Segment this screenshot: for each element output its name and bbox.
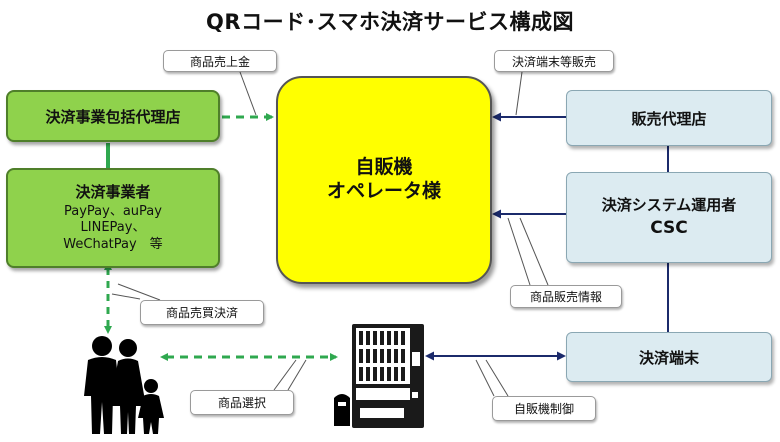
terminal-box: 決済端末 (566, 332, 772, 382)
family-icon (84, 336, 164, 434)
diagram-title: QRコード･スマホ決済サービス構成図 (206, 10, 574, 34)
operator-line-1: 自販機 (355, 156, 413, 179)
vending-machine-icon (334, 324, 424, 428)
provider-line-1: PayPay、auPay (64, 204, 162, 219)
terminal-label: 決済端末 (638, 348, 699, 367)
sales-agent-box: 販売代理店 (566, 90, 772, 146)
callout-sales-info: 商品販売情報 (510, 285, 622, 308)
operator-box: 自販機 オペレータ様 (276, 76, 492, 284)
callout-product-selection: 商品選択 (190, 390, 294, 415)
provider-line-3: WeChatPay 等 (63, 236, 163, 252)
callout-purchase-payment: 商品売買決済 (140, 300, 264, 325)
agency-box: 決済事業包括代理店 (6, 90, 220, 142)
operator-line-2: オペレータ様 (326, 180, 441, 202)
callout-vending-control: 自販機制御 (492, 396, 596, 421)
system-operator-line-2: CSC (650, 217, 688, 238)
callout-sales-proceeds: 商品売上金 (163, 50, 277, 72)
callout-terminal-sales: 決済端末等販売 (494, 50, 614, 72)
system-operator-line-1: 決済システム運用者 (601, 196, 737, 214)
agency-label: 決済事業包括代理店 (45, 107, 181, 126)
sales-agent-label: 販売代理店 (631, 109, 707, 128)
system-operator-box: 決済システム運用者 CSC (566, 172, 772, 263)
provider-title: 決済事業者 (75, 183, 151, 202)
provider-line-2: LINEPay、 (80, 220, 146, 236)
provider-box: 決済事業者 PayPay、auPay LINEPay、 WeChatPay 等 (6, 168, 220, 268)
